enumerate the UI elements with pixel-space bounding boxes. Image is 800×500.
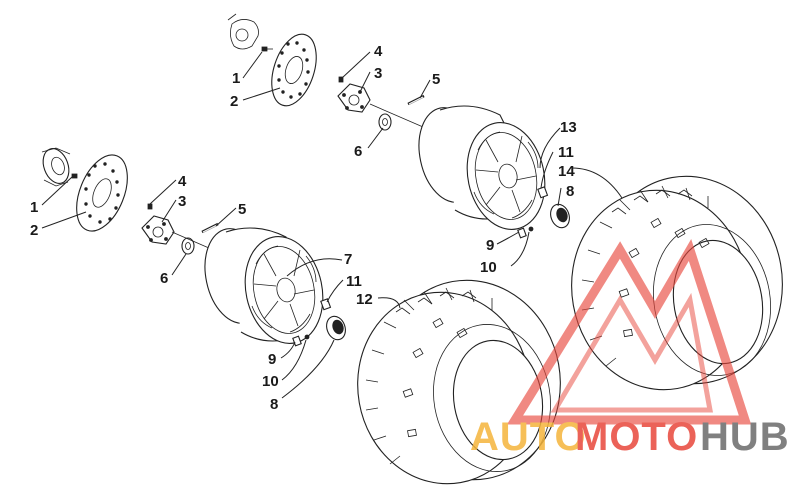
callout-1-lower: 1 [30, 199, 38, 216]
callout-10-upper: 10 [480, 259, 497, 276]
callout-9-upper: 9 [486, 237, 494, 254]
upper-stud-part-4 [338, 76, 344, 83]
upper-rim-part-13 [418, 105, 546, 230]
callout-11-upper: 11 [558, 144, 574, 161]
callout-6-lower: 6 [160, 270, 168, 287]
lower-center-cap-part-8 [326, 315, 346, 341]
upper-cotter-pin-part-5 [407, 94, 425, 106]
callout-8-lower: 8 [270, 396, 278, 413]
upper-nut-part-6 [378, 113, 392, 131]
automotohub-watermark: AUTO MOTO HUB [470, 239, 790, 459]
lower-knuckle [41, 147, 71, 187]
upper-knuckle [227, 13, 259, 50]
callout-5-upper: 5 [432, 71, 440, 88]
lower-rim-part-7 [204, 227, 324, 344]
callout-10-lower: 10 [262, 373, 279, 390]
callout-9-lower: 9 [268, 351, 276, 368]
callout-11-lower: 11 [346, 273, 362, 290]
callout-2-upper: 2 [230, 93, 238, 110]
callout-13: 13 [560, 119, 577, 136]
callout-5-lower: 5 [238, 201, 246, 218]
lower-brake-disc-part-2 [76, 154, 128, 232]
upper-bolt-part-1 [261, 46, 273, 52]
upper-center-cap-part-8 [550, 203, 570, 229]
upper-valve-stem-part-9 [517, 227, 527, 239]
lower-hub-part-3 [141, 215, 175, 245]
lower-nut-part-6 [181, 237, 195, 255]
upper-valve-part-11 [537, 186, 549, 199]
callout-3-lower: 3 [178, 193, 186, 210]
upper-hub-part-3 [337, 83, 371, 113]
watermark-text-hub: HUB [700, 415, 790, 459]
callout-2-lower: 2 [30, 222, 38, 239]
lower-assembly [41, 147, 561, 485]
upper-tire-part-14 [571, 175, 783, 391]
lower-tire-part-12 [357, 279, 561, 485]
callout-14: 14 [558, 163, 575, 180]
upper-brake-disc-part-2 [271, 33, 317, 107]
watermark-text-auto: AUTO [470, 415, 587, 459]
watermark-text-moto: MOTO [575, 415, 698, 459]
callout-4-lower: 4 [178, 173, 187, 190]
lower-stud-part-4 [147, 203, 153, 210]
watermark-triangle-logo [506, 239, 752, 425]
callout-3-upper: 3 [374, 65, 382, 82]
lower-cotter-pin-part-5 [201, 222, 219, 234]
callout-4-upper: 4 [374, 43, 383, 60]
leader-lines [41, 51, 623, 399]
callout-12: 12 [356, 291, 373, 308]
callout-8-upper: 8 [566, 183, 574, 200]
callout-1-upper: 1 [232, 70, 240, 87]
lower-valve-part-11 [320, 298, 332, 311]
callout-labels: 1 2 4 3 5 6 1 2 4 3 5 6 13 11 14 8 9 10 … [30, 43, 577, 413]
upper-axle-line [369, 103, 431, 131]
lower-bolt-part-1 [71, 173, 78, 179]
callout-7: 7 [344, 251, 352, 268]
upper-valve-cap-part-10 [528, 226, 534, 232]
lower-valve-cap-part-10 [304, 334, 310, 340]
callout-6-upper: 6 [354, 143, 362, 160]
